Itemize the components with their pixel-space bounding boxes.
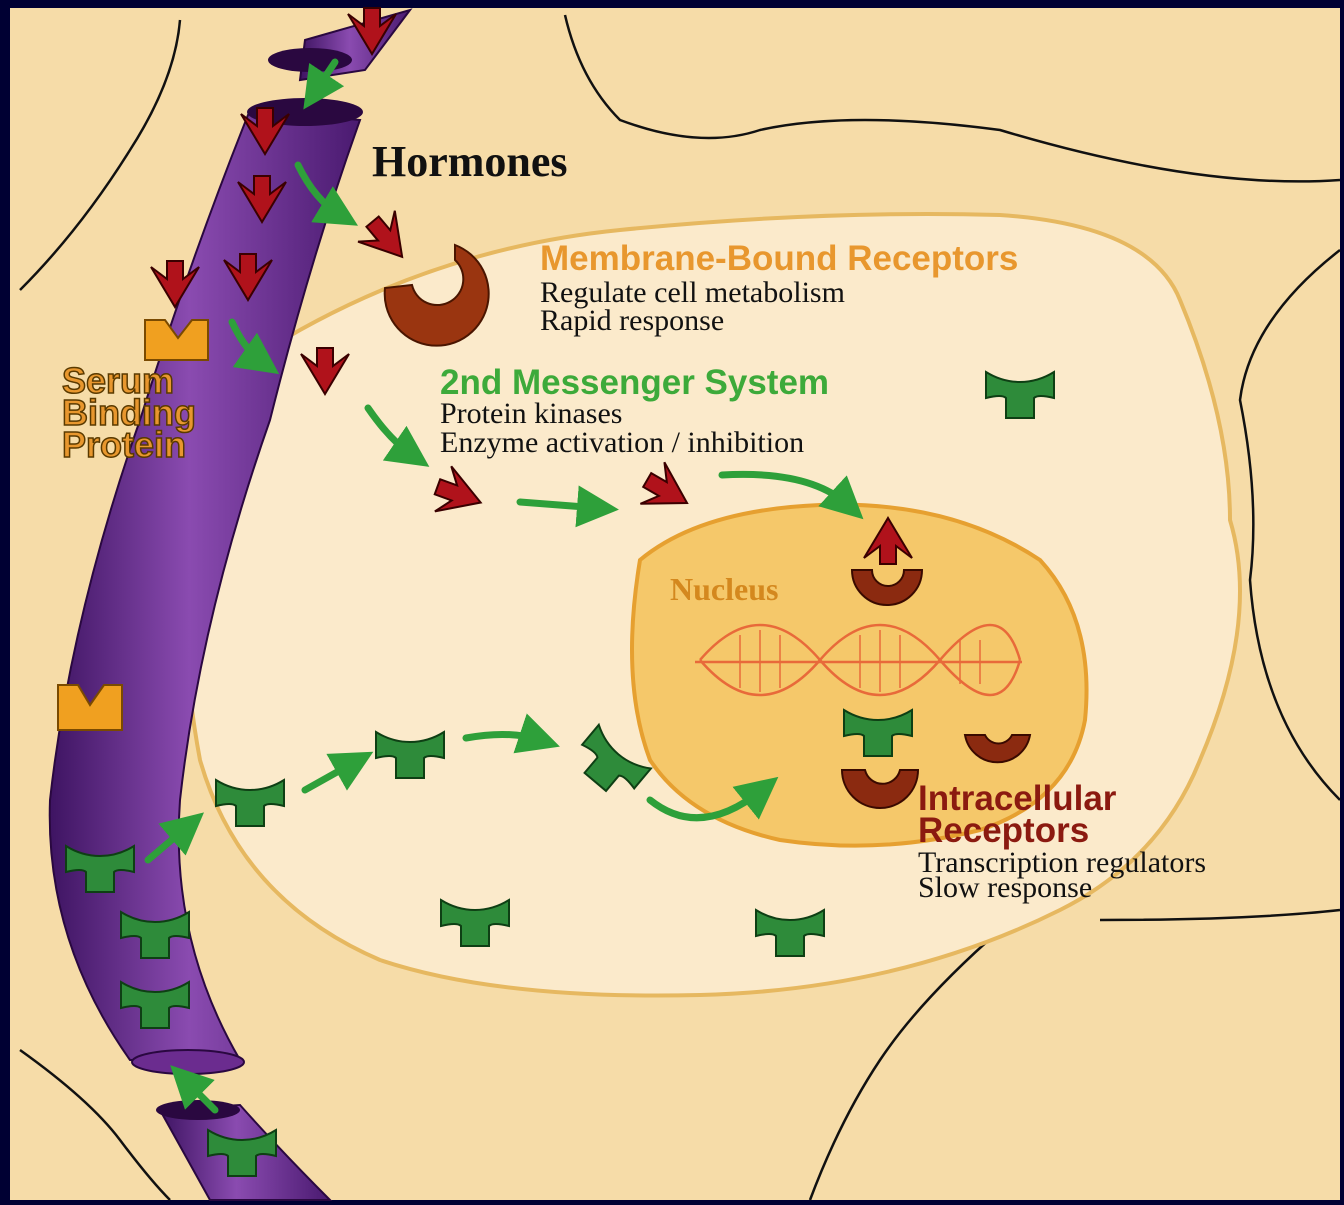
intracellular-receptors-title-2: Receptors bbox=[918, 811, 1089, 850]
nucleus-label: Nucleus bbox=[670, 571, 778, 607]
hormones-label: Hormones bbox=[372, 137, 568, 186]
serum-label-line3: Protein bbox=[62, 424, 186, 465]
intracellular-receptors-line2: Slow response bbox=[918, 871, 1092, 904]
second-messenger-line2: Enzyme activation / inhibition bbox=[440, 426, 804, 459]
membrane-bound-receptors-title: Membrane-Bound Receptors bbox=[540, 239, 1018, 278]
membrane-bound-receptors-line2: Rapid response bbox=[540, 304, 724, 337]
